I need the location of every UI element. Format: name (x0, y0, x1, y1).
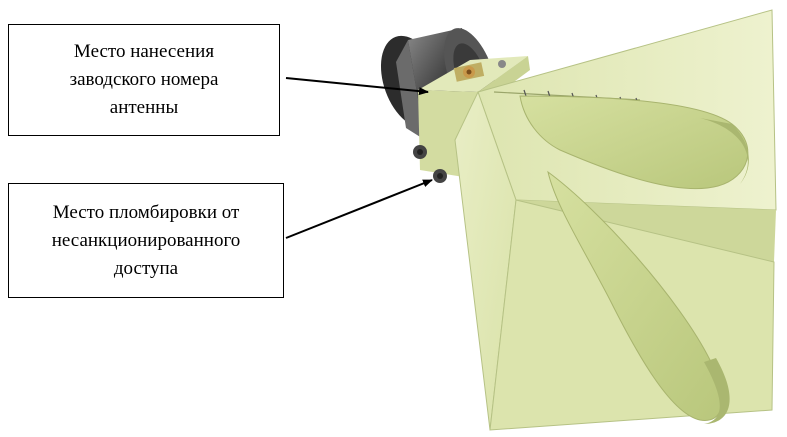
callout-seal-location: Место пломбировки от несанкционированног… (8, 183, 284, 298)
callout-line: Место пломбировки от (52, 201, 240, 223)
lower-ridge-fin (547, 170, 723, 421)
arrow-to-seal (285, 179, 433, 239)
callout-line: антенны (109, 97, 179, 118)
upper-ridge-fin (519, 95, 749, 190)
arrow-to-serial-number (285, 77, 429, 96)
callout-line: несанкционированного (51, 229, 241, 251)
callout-line: заводского номера (69, 69, 219, 90)
callout-serial-number-location: Место нанесения заводского номера антенн… (8, 24, 280, 136)
callout-line: доступа (113, 257, 179, 279)
callout-line: Место нанесения (73, 41, 215, 62)
